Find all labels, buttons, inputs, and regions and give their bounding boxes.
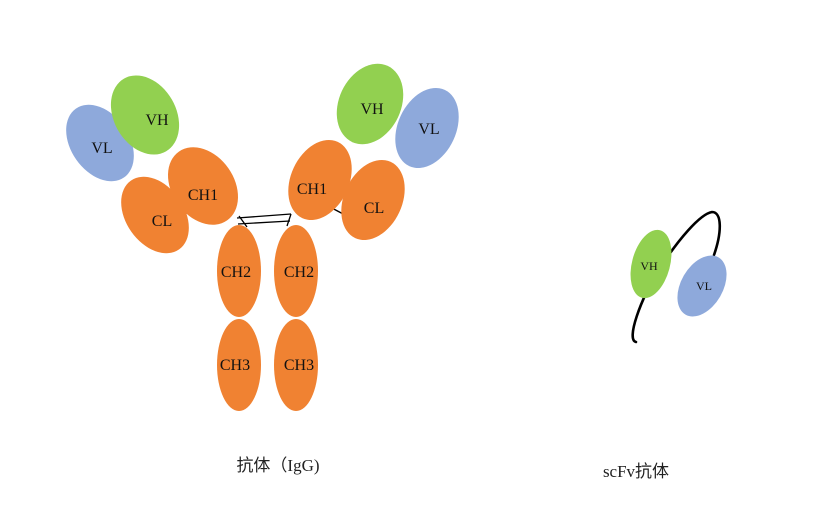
right-cl-label: CL — [364, 200, 384, 217]
scfv-vh-domain — [630, 229, 672, 299]
igg-caption: 抗体（IgG) — [236, 456, 319, 475]
right-ch1-label: CH1 — [297, 181, 327, 198]
scfv-antibody: VH VL scFv抗体 — [603, 210, 727, 481]
hinge-disulfide-bonds — [236, 213, 292, 228]
ch2-left-domain — [217, 225, 261, 317]
left-cl-domain — [121, 176, 189, 254]
fc-region: CH2 CH2 CH3 CH3 — [217, 225, 318, 411]
igg-antibody: VL VH CL CH1 VH VL CL CH1 — [66, 63, 459, 475]
left-ch1-domain — [167, 147, 239, 225]
scfv-vh-label: VH — [640, 259, 658, 273]
right-fab-arm: VH VL CL CH1 — [288, 63, 459, 240]
scfv-vl-label: VL — [696, 279, 712, 293]
ch3-right-label: CH3 — [284, 357, 314, 374]
right-vh-label: VH — [360, 101, 384, 118]
ch3-left-domain — [217, 319, 261, 411]
left-ch1-label: CH1 — [188, 187, 218, 204]
right-vh-domain — [336, 63, 404, 145]
right-vl-domain — [395, 88, 459, 168]
left-fab-arm: VL VH CL CH1 — [66, 75, 239, 254]
scfv-linker — [631, 210, 722, 344]
scfv-caption: scFv抗体 — [603, 462, 669, 481]
scfv-vl-domain — [677, 255, 727, 317]
right-ch1-domain — [288, 140, 352, 220]
right-vl-label: VL — [418, 121, 439, 138]
left-cl-label: CL — [152, 213, 172, 230]
ch2-right-label: CH2 — [284, 264, 314, 281]
left-vh-label: VH — [145, 112, 169, 129]
left-vl-label: VL — [91, 140, 112, 157]
left-vh-domain — [110, 75, 180, 155]
ch2-right-domain — [274, 225, 318, 317]
ch3-left-label: CH3 — [220, 357, 250, 374]
ch3-right-domain — [274, 319, 318, 411]
right-cl-domain — [341, 160, 405, 240]
ch2-left-label: CH2 — [221, 264, 251, 281]
